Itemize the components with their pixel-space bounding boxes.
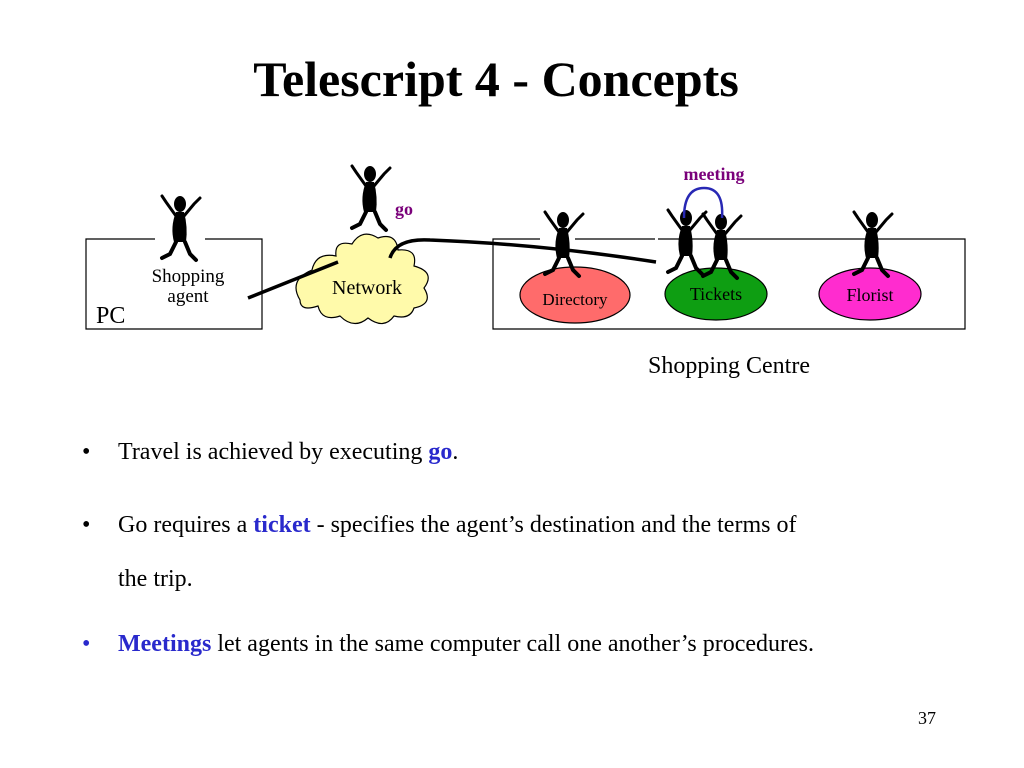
place-directory: Directory <box>519 266 631 324</box>
agent-figure-go <box>350 164 392 232</box>
place-florist: Florist <box>818 267 922 321</box>
agent-figure-directory <box>543 210 585 278</box>
connection-lines <box>247 238 657 300</box>
go-label: go <box>395 199 413 219</box>
slide-title: Telescript 4 - Concepts <box>253 51 739 107</box>
bullet-item: • Travel is achieved by executing go. <box>74 432 974 472</box>
bullet-text: let agents in the same computer call one… <box>211 631 814 657</box>
keyword-meetings: Meetings <box>118 631 212 657</box>
shopping-centre-box: Shopping Centre <box>492 238 966 379</box>
shopping-agent-label-2: agent <box>167 286 209 307</box>
place-tickets: Tickets <box>664 267 768 321</box>
place-tickets-label: Tickets <box>690 284 742 304</box>
bullet-text-continued: the trip. <box>118 566 193 592</box>
bullet-item: • Meetings let agents in the same comput… <box>74 624 974 664</box>
telescript-diagram: PC Shopping agent Network go Shopping Ce… <box>85 164 966 379</box>
keyword-go: go <box>428 439 453 465</box>
bullet-text: - specifies the agent’s destination and … <box>310 512 797 538</box>
keyword-ticket: ticket <box>253 512 311 538</box>
bullet-dot: • <box>82 512 91 538</box>
bullet-item: • Go requires a ticket - specifies the a… <box>74 494 974 610</box>
meeting-arc <box>682 186 724 219</box>
pc-label: PC <box>96 303 125 329</box>
bullet-dot: • <box>82 631 91 657</box>
agent-figure-meeting-1 <box>666 208 708 276</box>
slide-number: 37 <box>918 708 936 728</box>
bullet-text: Go requires a <box>118 512 254 538</box>
network-cloud: Network <box>295 233 429 325</box>
pc-box: PC Shopping agent <box>85 238 263 330</box>
network-label: Network <box>332 277 402 299</box>
place-directory-label: Directory <box>542 290 608 309</box>
place-florist-label: Florist <box>846 285 893 305</box>
bullet-text: Travel is achieved by executing <box>118 439 429 465</box>
shopping-agent-label: Shopping <box>152 266 225 287</box>
bullet-list: • Travel is achieved by executing go. • … <box>74 432 974 664</box>
meeting-label: meeting <box>684 164 745 184</box>
shopping-centre-label: Shopping Centre <box>648 353 810 379</box>
agent-figure-pc <box>160 194 202 262</box>
bullet-text: . <box>452 439 459 465</box>
agent-figure-florist <box>852 210 894 278</box>
bullet-dot: • <box>82 439 91 465</box>
